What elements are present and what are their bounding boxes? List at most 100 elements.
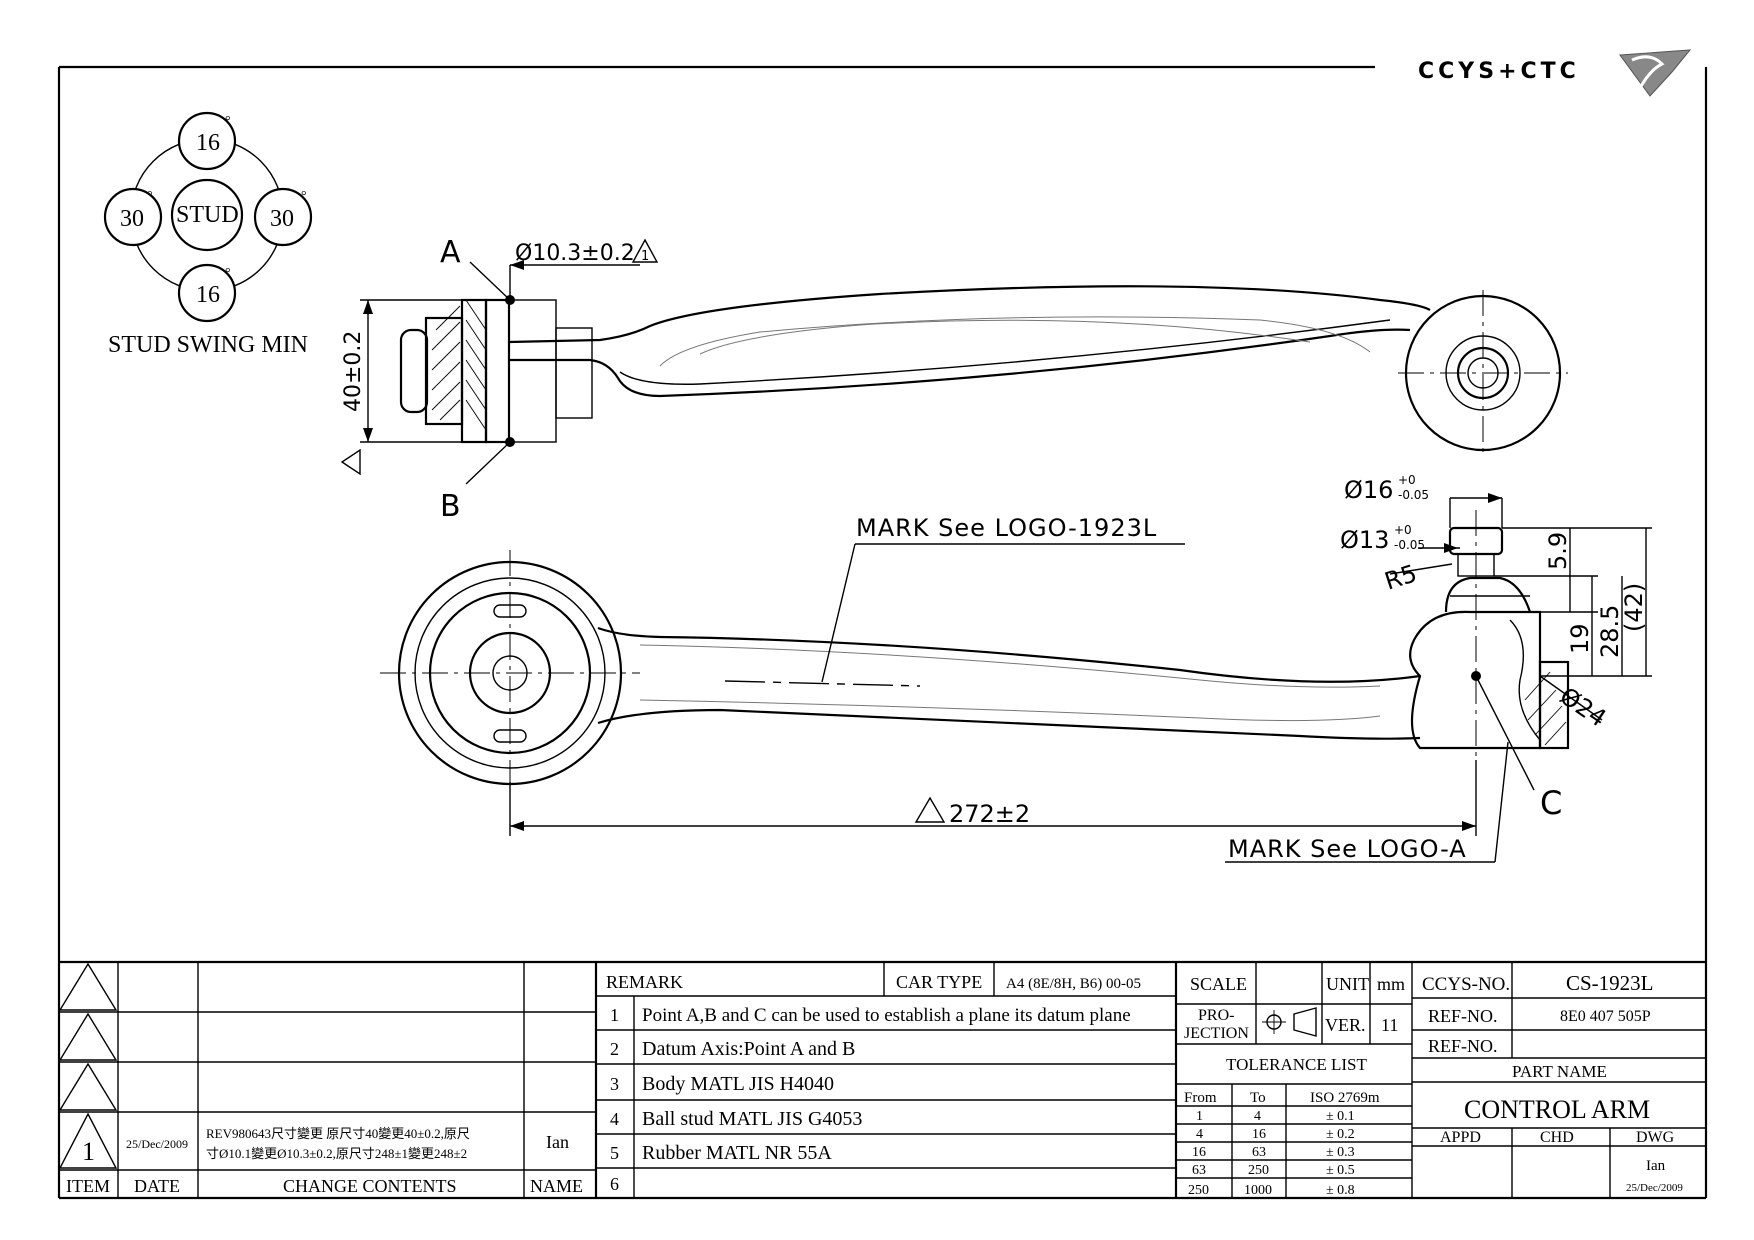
stud-swing-title: STUD SWING MIN [108,332,308,358]
stud-cap [399,328,429,414]
remark-text: Point A,B and C can be used to establish… [642,1005,1131,1026]
dim-dia-16: Ø16 [1344,476,1393,504]
ccys-no-value: CS-1923L [1566,971,1654,995]
rev-triangle-icon [914,796,946,823]
tol-cell: 16 [1192,1145,1206,1160]
rev-triangle-icon [340,448,361,476]
dim-dia-13: Ø13 [1340,526,1389,554]
ref-no-value: 8E0 407 505P [1560,1008,1651,1025]
tol-cell: 1000 [1244,1183,1272,1198]
logo-mark-icon [1619,49,1692,97]
swing-center-label: STUD [176,202,239,228]
label-point-a: A [440,235,461,270]
projection-label-2: JECTION [1184,1025,1249,1042]
dim-dia-16-tol-upper: +0 [1398,473,1416,487]
rev-item-no: 1 [82,1137,95,1166]
car-type-label: CAR TYPE [896,972,982,992]
remark-no: 2 [610,1039,619,1059]
chd-label: CHD [1540,1129,1574,1146]
tol-header-iso: ISO 2769m [1310,1090,1380,1106]
tol-cell: ± 0.8 [1326,1183,1355,1198]
side-view: MARK See LOGO-1923L MARK See LOGO-A C 27… [380,473,1652,863]
header-name: NAME [530,1176,583,1196]
swing-right-value: 30 [270,206,294,232]
header-date: DATE [134,1176,180,1196]
degree-mark: ° [301,189,307,204]
dim-dia-10-3: Ø10.3±0.2 [515,241,635,266]
stud-flange [460,298,488,444]
dwg-date: 25/Dec/2009 [1626,1182,1683,1194]
first-angle-projection-icon [1262,1007,1317,1037]
rev-triangle-icon [58,1012,118,1061]
scale-tolerance-block: SCALE UNIT mm PRO- JECTION VER. 11 TOLER… [1174,960,1706,1198]
ver-label: VER. [1325,1015,1366,1035]
remark-title: REMARK [606,972,683,992]
dim-19: 19 [1566,623,1594,654]
ver-value: 11 [1381,1015,1398,1035]
unit-value: mm [1377,974,1405,994]
company-logo: CCYS+CTC [1418,49,1692,97]
rev-triangle-icon [58,1062,118,1111]
dim-dia-13-tol-upper: +0 [1394,523,1412,537]
label-point-c: C [1540,784,1562,822]
tol-cell: 4 [1196,1127,1203,1142]
dim-5-9: 5.9 [1544,532,1572,570]
logo-text: CCYS+CTC [1418,59,1580,84]
tol-cell: 250 [1248,1163,1269,1178]
tol-cell: 250 [1188,1183,1209,1198]
remark-no: 6 [610,1174,619,1194]
remarks-table: REMARK CAR TYPE A4 (8E/8H, B6) 00-05 1 P… [596,960,1176,1198]
remark-no: 4 [610,1109,619,1129]
ref-no-label: REF-NO. [1428,1006,1498,1026]
remark-no: 3 [610,1074,619,1094]
degree-mark: ° [147,189,153,204]
appd-label: APPD [1440,1129,1481,1146]
part-name-value: CONTROL ARM [1464,1095,1650,1124]
rev-mark: 1 [641,249,649,264]
remark-text: Rubber MATL NR 55A [642,1142,832,1164]
tol-cell: ± 0.1 [1326,1109,1355,1124]
rev-triangle-icon [58,962,118,1011]
remark-no: 1 [610,1005,619,1025]
ref-no2-label: REF-NO. [1428,1036,1498,1056]
tolerance-title: TOLERANCE LIST [1226,1055,1367,1074]
rev-change-line1: REV980643尺寸變更 原尺寸40變更40±0.2,原尺 [206,1126,470,1141]
mark-logo-a-label: MARK See LOGO-A [1228,835,1467,863]
mark-logo-1923l-label: MARK See LOGO-1923L [856,514,1157,542]
ccys-no-label: CCYS-NO. [1422,974,1510,995]
degree-mark: ° [225,266,231,281]
remark-text: Datum Axis:Point A and B [642,1038,855,1060]
tol-header-from: From [1184,1090,1217,1106]
dim-length-272: 272±2 [949,800,1030,828]
drawing-border [57,65,1708,1200]
dwg-value: Ian [1646,1158,1666,1174]
rev-triangle-icon [58,1112,118,1169]
label-point-b: B [440,489,461,524]
dim-height-40: 40±0.2 [341,331,366,412]
rev-change-line2: 寸Ø10.1變更Ø10.3±0.2,原尺寸248±1變更248±2 [206,1146,467,1161]
degree-mark: ° [225,114,231,129]
rev-date: 25/Dec/2009 [126,1137,188,1151]
ball-joint-housing [1409,610,1542,750]
car-type-value: A4 (8E/8H, B6) 00-05 [1006,976,1141,992]
header-change: CHANGE CONTENTS [283,1176,457,1196]
stud-swing-diagram: 16 16 30 30 ° ° ° ° STUD STUD SWING MIN [103,111,313,358]
dim-42: (42) [1620,583,1648,632]
dwg-label: DWG [1636,1129,1675,1146]
stud-nut [424,316,464,426]
swing-left-value: 30 [120,206,144,232]
remark-text: Body MATL JIS H4040 [642,1073,834,1095]
dim-r5: R5 [1381,559,1420,596]
projection-label-1: PRO- [1198,1007,1234,1024]
unit-label: UNIT [1326,974,1369,994]
rev-triangle-icon [631,238,659,263]
tol-cell: 63 [1192,1163,1206,1178]
remark-no: 5 [610,1143,619,1163]
scale-label: SCALE [1190,974,1247,994]
tol-cell: ± 0.5 [1326,1163,1355,1178]
title-block: CCYS-NO. CS-1923L REF-NO. 8E0 407 505P R… [1412,962,1706,1198]
tol-cell: ± 0.2 [1326,1127,1355,1142]
dim-28-5: 28.5 [1596,605,1624,658]
tol-cell: ± 0.3 [1326,1145,1355,1160]
